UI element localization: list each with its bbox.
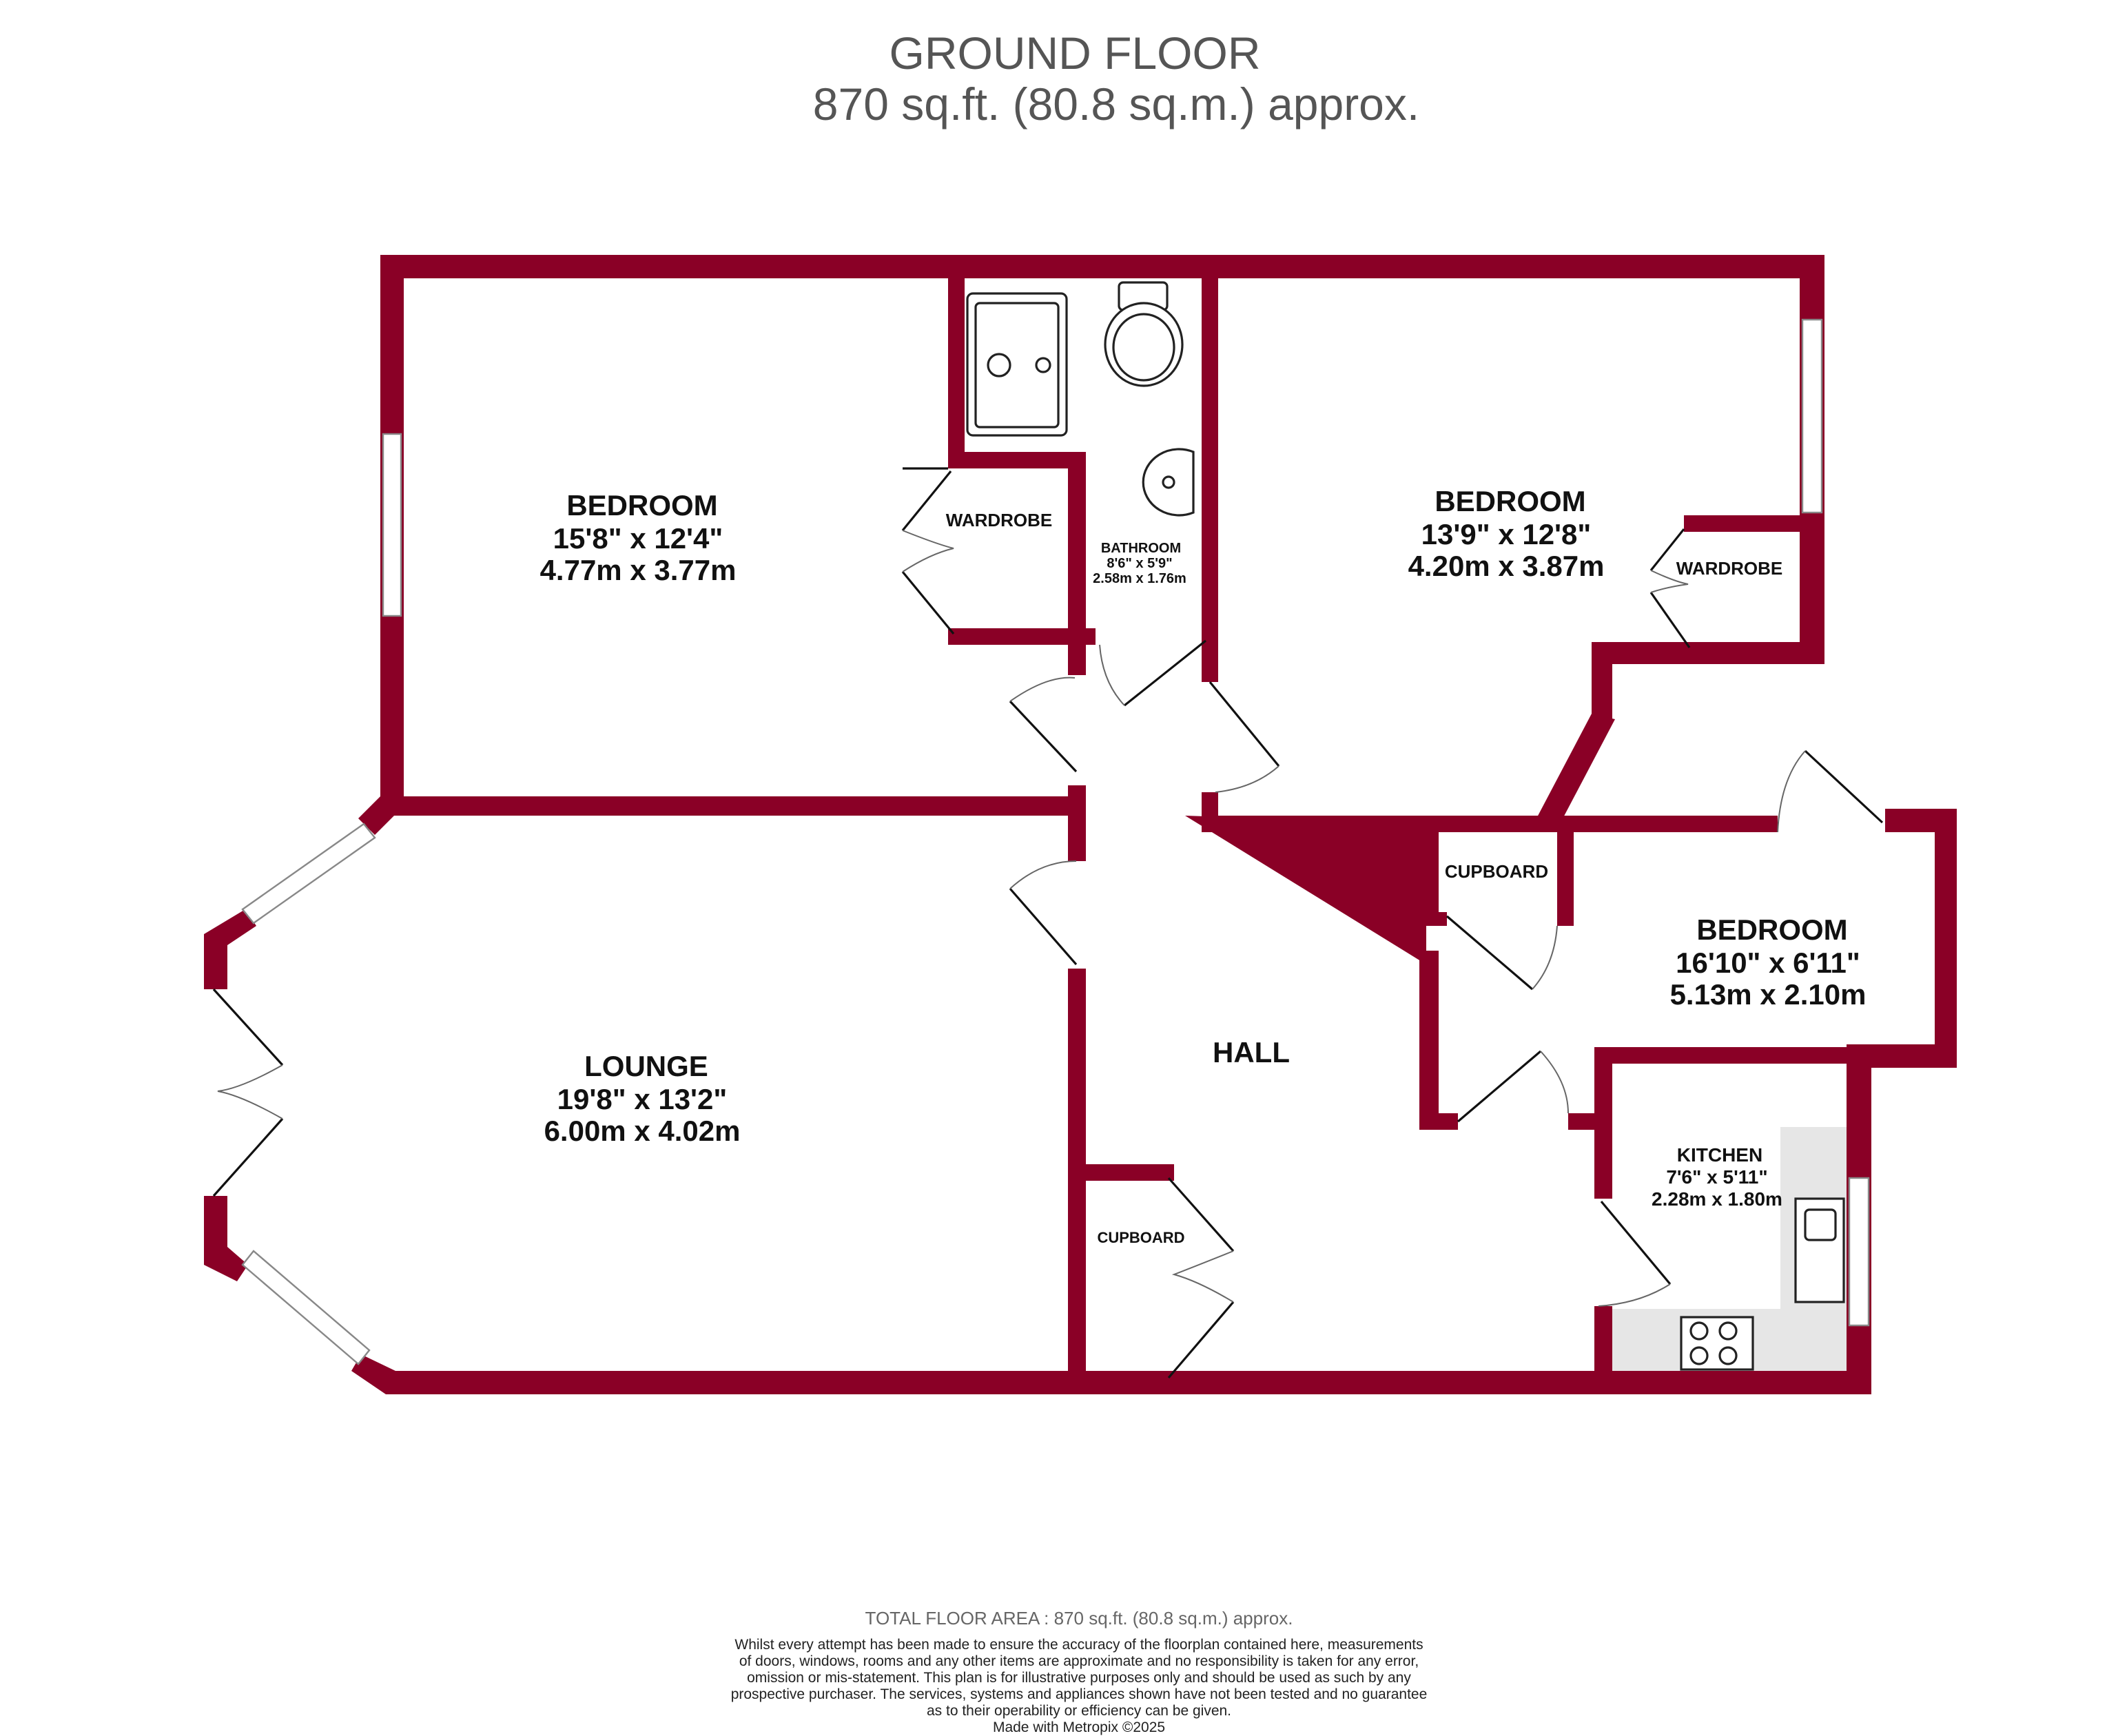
- cupboard2-label: CUPBOARD: [1097, 1229, 1184, 1246]
- bathroom-imperial: 8'6" x 5'9": [1107, 556, 1172, 571]
- bedroom2-imperial: 13'9" x 12'8": [1421, 518, 1592, 550]
- disclaimer-line: of doors, windows, rooms and any other i…: [739, 1653, 1419, 1669]
- kitchen-metric: 2.28m x 1.80m: [1652, 1188, 1782, 1210]
- floor-title: GROUND FLOOR: [889, 28, 1260, 79]
- footer: TOTAL FLOOR AREA : 870 sq.ft. (80.8 sq.m…: [731, 1608, 1428, 1735]
- disclaimer-line: prospective purchaser. The services, sys…: [731, 1686, 1428, 1702]
- disclaimer-line: as to their operability or efficiency ca…: [927, 1703, 1231, 1719]
- bedroom3-name: BEDROOM: [1696, 913, 1847, 946]
- walls: [204, 255, 1957, 1394]
- bedroom1-imperial: 15'8" x 12'4": [553, 522, 723, 555]
- kitchen-name: KITCHEN: [1677, 1144, 1762, 1166]
- bathroom-name: BATHROOM: [1101, 541, 1181, 556]
- wardrobe2-label: WARDROBE: [1676, 558, 1783, 579]
- disclaimer-line: omission or mis-statement. This plan is …: [747, 1670, 1411, 1686]
- kitchen-imperial: 7'6" x 5'11": [1666, 1166, 1767, 1188]
- bathroom-metric: 2.58m x 1.76m: [1093, 571, 1186, 586]
- credit: Made with Metropix ©2025: [993, 1719, 1165, 1735]
- lounge-imperial: 19'8" x 13'2": [557, 1083, 728, 1115]
- floor-area: 870 sq.ft. (80.8 sq.m.) approx.: [813, 79, 1419, 130]
- disclaimer-line: Whilst every attempt has been made to en…: [734, 1637, 1423, 1653]
- windows: [241, 318, 1870, 1365]
- bedroom2-metric: 4.20m x 3.87m: [1408, 550, 1605, 582]
- cupboard1-label: CUPBOARD: [1445, 861, 1548, 882]
- bedroom2-name: BEDROOM: [1435, 485, 1585, 517]
- total-floor-area: TOTAL FLOOR AREA : 870 sq.ft. (80.8 sq.m…: [865, 1608, 1293, 1629]
- bedroom1-metric: 4.77m x 3.77m: [540, 554, 737, 586]
- bedroom1-name: BEDROOM: [566, 489, 717, 521]
- lounge-name: LOUNGE: [584, 1050, 708, 1082]
- doors: [212, 467, 1884, 1379]
- bedroom3-metric: 5.13m x 2.10m: [1670, 978, 1867, 1011]
- lounge-metric: 6.00m x 4.02m: [544, 1115, 741, 1147]
- hall-name: HALL: [1213, 1036, 1290, 1068]
- fixtures: [966, 281, 1845, 1371]
- bedroom3-imperial: 16'10" x 6'11": [1676, 947, 1860, 979]
- room-labels: BEDROOM 15'8" x 12'4" 4.77m x 3.77m BEDR…: [540, 485, 1867, 1246]
- wardrobe1-label: WARDROBE: [946, 510, 1053, 530]
